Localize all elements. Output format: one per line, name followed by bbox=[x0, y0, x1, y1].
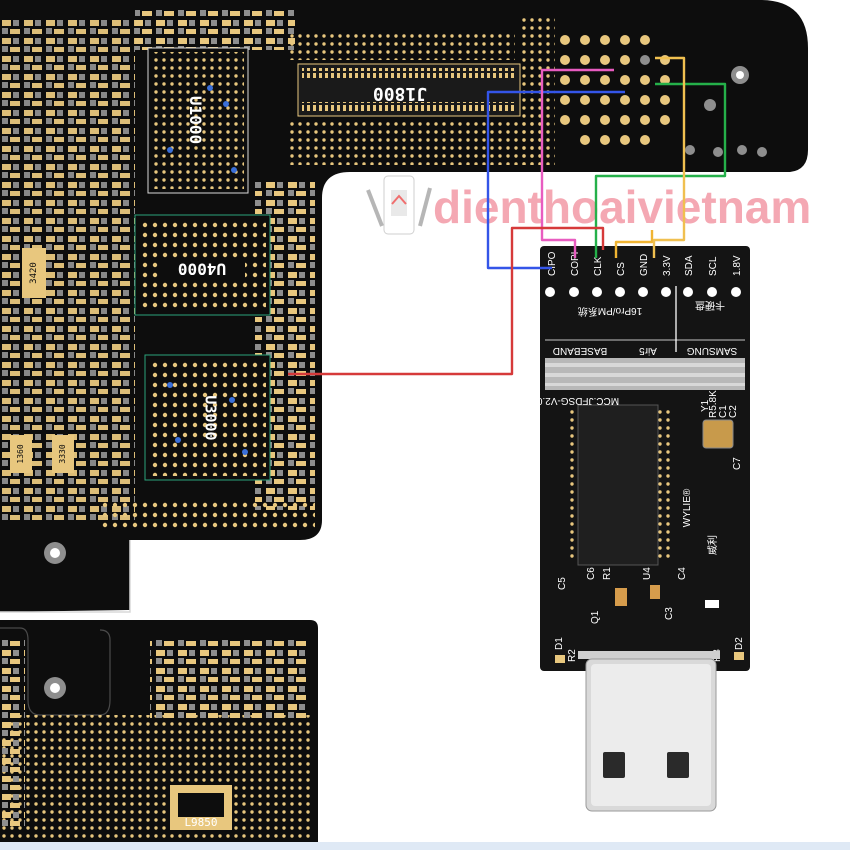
adapter-ref-c7: C7 bbox=[732, 457, 743, 470]
adapter-ref-c4: C4 bbox=[677, 567, 688, 580]
component-c3330-label: 3330 bbox=[58, 444, 67, 463]
adapter-air5-label: Air5 bbox=[639, 345, 657, 356]
component-labels: 3420 1360 3330 L9850 bbox=[10, 248, 232, 830]
component-l9850-label: L9850 bbox=[184, 816, 217, 829]
pin-label-gnd: GND bbox=[639, 254, 650, 276]
usb-plug bbox=[578, 651, 720, 812]
adapter-ref-r58k: R5.8K bbox=[708, 390, 719, 418]
bottom-strip bbox=[0, 842, 850, 850]
chip-u1000-label: U1000 bbox=[186, 96, 205, 144]
adapter-baseband-label: BASEBAND bbox=[553, 345, 607, 356]
adapter-model-text: 16Pro/PM系统 bbox=[578, 305, 642, 318]
adapter-ref-c3: C3 bbox=[664, 607, 675, 620]
wire-copi bbox=[540, 68, 614, 258]
wire-cs bbox=[288, 226, 605, 376]
adapter-ref-c6: C6 bbox=[586, 567, 597, 580]
adapter-ref-r2: R2 bbox=[567, 649, 578, 662]
adapter-samsung-label: SAMSUNG bbox=[686, 345, 737, 356]
adapter-ref-q1: Q1 bbox=[590, 610, 601, 624]
pin-label-copi: COPI bbox=[570, 252, 581, 276]
chip-u4000: U4000 bbox=[134, 214, 271, 316]
wire-clk bbox=[594, 82, 727, 258]
adapter-board bbox=[540, 246, 750, 671]
adapter-ref-u4: U4 bbox=[642, 567, 653, 580]
adapter-right-text: 卡硬盘 bbox=[695, 299, 725, 312]
adapter-ref-y1: Y1 bbox=[700, 399, 711, 412]
chip-u3000-label: U3000 bbox=[202, 395, 220, 440]
adapter-ref-d2: D2 bbox=[734, 637, 745, 650]
wires bbox=[288, 56, 727, 376]
watermark-text: dienthoaivietnam bbox=[433, 181, 811, 233]
adapter-board-code: MCC.JFDSG-V2.0 bbox=[536, 395, 619, 406]
adapter-printed-text: 16Pro/PM系统 卡硬盘 BASEBAND Air5 SAMSUNG MCC… bbox=[536, 299, 745, 662]
pin-label-cipo: CIPO bbox=[547, 251, 558, 276]
wire-cipo bbox=[486, 90, 625, 270]
chip-u3000: U3000 bbox=[144, 354, 271, 481]
adapter-ref-d1: D1 bbox=[554, 637, 565, 650]
ic-left-pins bbox=[566, 410, 670, 560]
chip-u4000-label: U4000 bbox=[178, 260, 226, 279]
wire-3v3 bbox=[652, 56, 686, 258]
pin-label-1v8: 1.8V bbox=[732, 255, 743, 276]
pin-label-sda: SDA bbox=[684, 255, 695, 276]
adapter-ref-c2: C2 bbox=[728, 405, 739, 418]
component-c3420-label: 3420 bbox=[29, 262, 39, 284]
watermark: dienthoaivietnam bbox=[366, 175, 811, 235]
chip-j1800: J1800 bbox=[297, 63, 521, 117]
target-pad-field bbox=[560, 35, 767, 157]
component-c1360-label: 1360 bbox=[16, 444, 25, 463]
chip-j1800-label: J1800 bbox=[373, 83, 427, 104]
adapter-brand: WYLIE® bbox=[682, 488, 693, 527]
wire-gnd bbox=[614, 230, 654, 258]
screw-holes bbox=[44, 542, 66, 699]
pin-label-3v3: 3.3V bbox=[662, 255, 673, 276]
adapter-ref-c5: C5 bbox=[557, 577, 568, 590]
pin-label-cs: CS bbox=[616, 262, 627, 276]
adapter-pin-labels: CIPO COPI CLK CS GND 3.3V SDA SCL 1.8V bbox=[547, 251, 743, 276]
pcb-pads bbox=[0, 10, 555, 840]
adapter-ref-c1: C1 bbox=[718, 405, 729, 418]
chip-u1000: U1000 bbox=[147, 47, 249, 194]
adapter-ref-r1: R1 bbox=[602, 567, 613, 580]
adapter-brand-cn: 威利 bbox=[706, 535, 719, 555]
pin-label-clk: CLK bbox=[593, 256, 604, 276]
pin-label-scl: SCL bbox=[708, 256, 719, 276]
